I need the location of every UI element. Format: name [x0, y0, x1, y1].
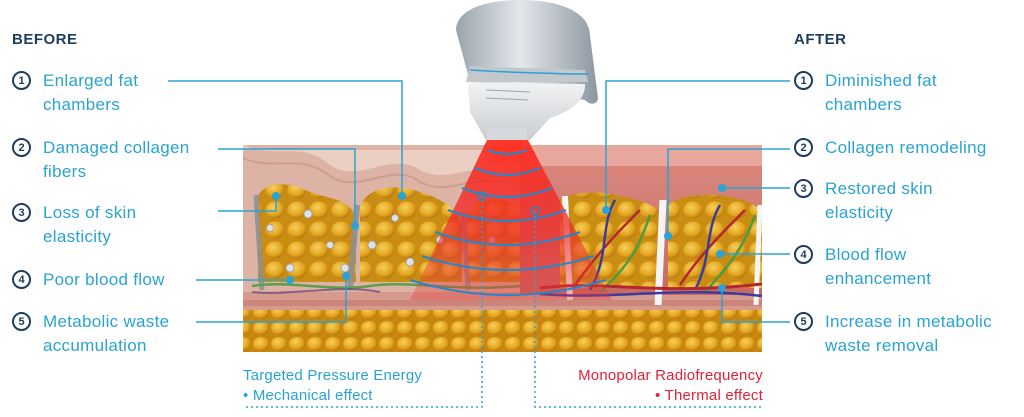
before-item-4: 4 Poor blood flow	[12, 268, 165, 292]
number-badge: 2	[794, 138, 813, 157]
pressure-waves	[409, 148, 607, 297]
number-badge: 5	[12, 312, 31, 331]
number-badge: 4	[794, 245, 813, 264]
number-badge: 2	[12, 138, 31, 157]
before-heading: BEFORE	[12, 31, 78, 48]
dotted-leader-right	[534, 211, 762, 408]
number-badge: 3	[794, 179, 813, 198]
after-item-label: Collagen remodeling	[825, 138, 987, 157]
pointer-lines-after	[605, 80, 790, 323]
before-item-label: Poor blood flow	[43, 270, 165, 289]
after-heading: AFTER	[794, 31, 847, 48]
caption-pressure-energy: Targeted Pressure Energy • Mechanical ef…	[243, 367, 423, 404]
number-badge: 4	[12, 270, 31, 289]
pointer-lines-before	[168, 80, 403, 323]
number-badge: 1	[12, 71, 31, 90]
number-badge: 1	[794, 71, 813, 90]
lower-fat-layer	[243, 308, 762, 352]
number-badge: 3	[12, 203, 31, 222]
number-badge: 5	[794, 312, 813, 331]
handpiece-device	[456, 0, 598, 140]
caption-radiofrequency: Monopolar Radiofrequency • Thermal effec…	[578, 367, 763, 404]
dotted-leader-left	[243, 196, 483, 408]
after-item-2: 2 Collagen remodeling	[794, 136, 987, 160]
